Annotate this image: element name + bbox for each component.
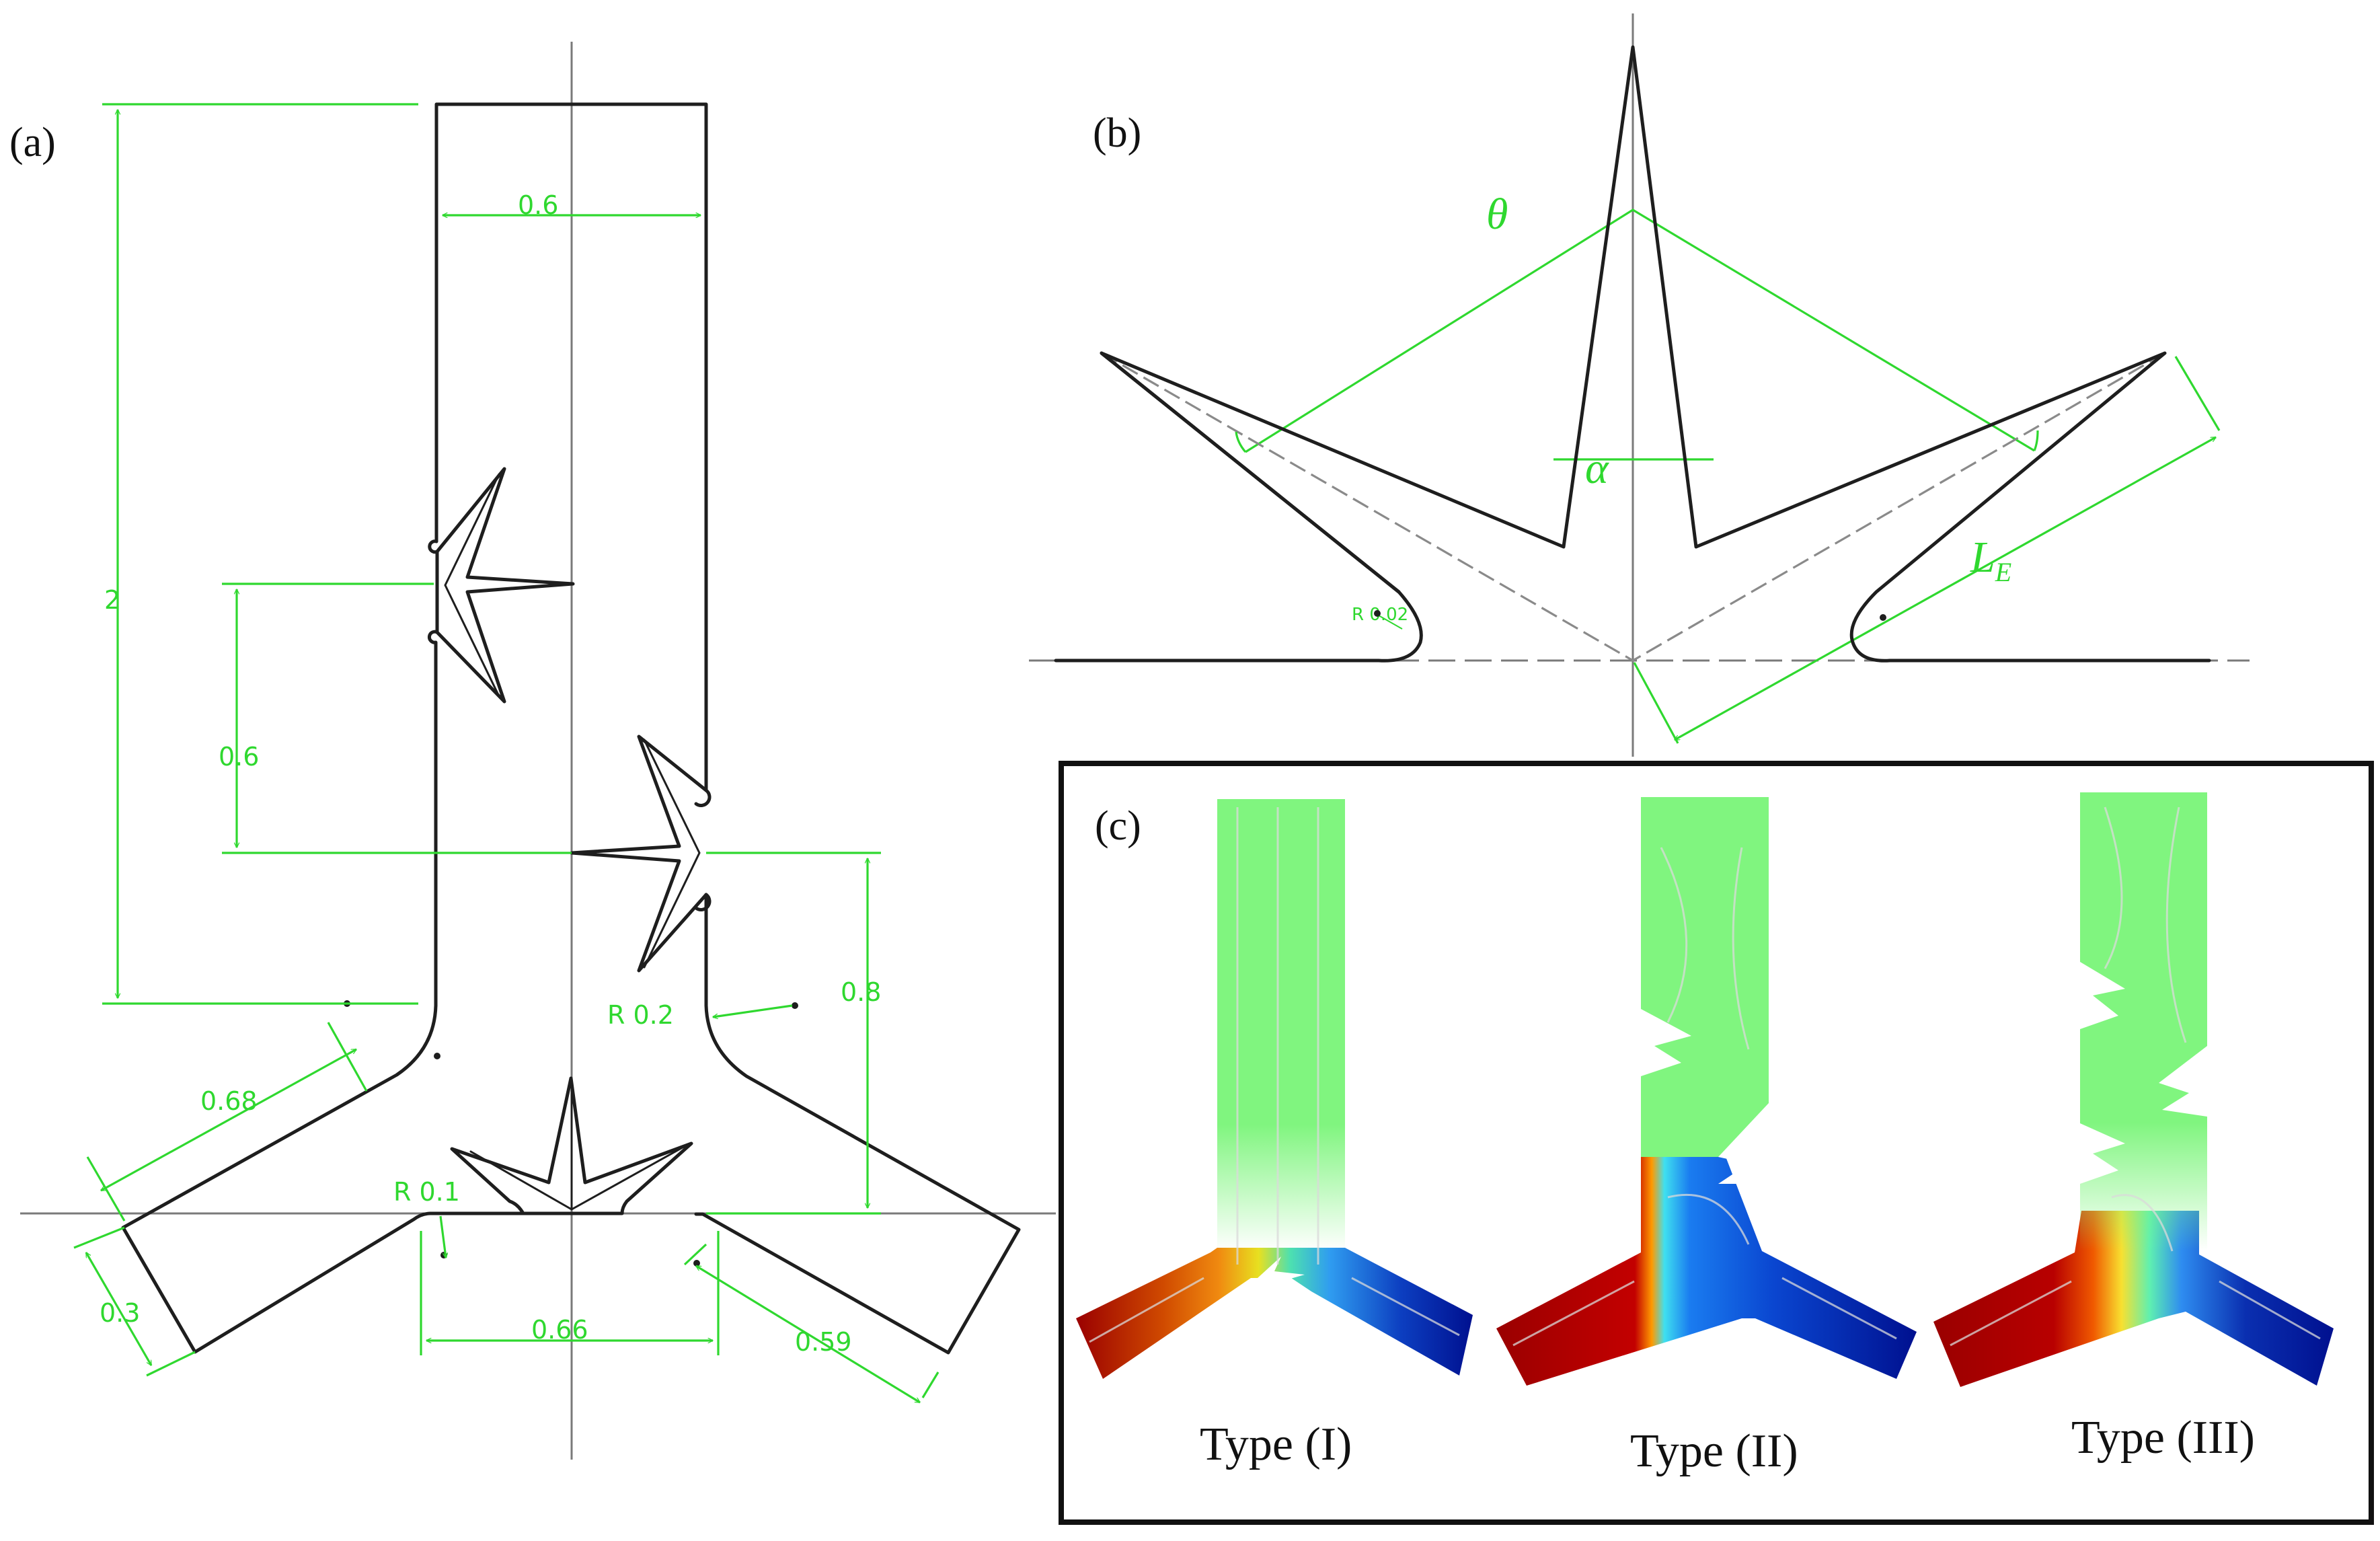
dim-gap-width: 0.66: [531, 1315, 588, 1345]
dim-branch-length-arrow: [101, 1048, 356, 1192]
notch: [2080, 962, 2125, 1029]
le-ext-lower: [1633, 662, 1679, 744]
type-1-label: Type (I): [1200, 1419, 1352, 1470]
panel-b: (b) θ α LE R 0.02: [1029, 13, 2250, 757]
dim-ext-line: [683, 1243, 707, 1266]
simulation-type-2: Type (II): [1496, 797, 1917, 1477]
dim-branch-length: 0.68: [200, 1086, 258, 1116]
left-wall-star: [435, 467, 575, 704]
radius-leader-b: [1378, 615, 1403, 630]
alpha-label: α: [1585, 444, 1609, 493]
field-branches: [1076, 1248, 1473, 1379]
dim-ext-line: [921, 1371, 939, 1398]
right-wall-star: [570, 735, 708, 973]
theta-label: θ: [1486, 190, 1508, 239]
theta-arc-marks: [1235, 430, 2039, 453]
notch: [1718, 1103, 1769, 1184]
streamlines: [1512, 847, 1897, 1347]
type-3-label: Type (III): [2071, 1412, 2255, 1464]
star-outline: [1054, 45, 2211, 663]
simulation-type-3: Type (III): [1933, 792, 2334, 1464]
bottom-star-inner: [469, 1088, 684, 1211]
simulation-type-1: Type (I): [1076, 799, 1473, 1470]
dim-width-main: 0.6: [518, 190, 558, 220]
field-channel: [1217, 799, 1345, 1251]
le-main: L: [1970, 533, 1995, 582]
dim-branch-width-arrow: [85, 1252, 153, 1365]
dim-ext-line: [146, 1351, 196, 1377]
point-marker: [1374, 610, 1381, 617]
point-marker: [434, 1053, 440, 1059]
dim-spacing: 0.6: [219, 742, 259, 772]
le-ext-upper: [2174, 356, 2221, 431]
theta-construction: [1245, 209, 2035, 453]
panel-a: (a) 2 0.6 0.6: [9, 42, 1056, 1460]
dim-branch-width: 0.3: [100, 1298, 140, 1328]
dim-radius-leader: [713, 1004, 793, 1017]
panel-c-frame: [1059, 761, 2374, 1525]
main-channel-outline: [427, 102, 712, 1008]
dim-ext-line: [327, 1022, 368, 1092]
panel-b-label: (b): [1093, 110, 1141, 156]
le-dim-arrow: [1675, 436, 2216, 741]
field-branches: [1933, 1211, 2334, 1387]
dim-branch-right-arrow: [696, 1265, 920, 1404]
point-marker: [1880, 614, 1886, 621]
right-wall-star-inner: [643, 739, 701, 969]
streamlines: [1089, 807, 1460, 1343]
notch: [1641, 1009, 1691, 1076]
main-channel-right-lower: [694, 893, 1021, 1355]
panel-a-label: (a): [9, 120, 56, 165]
notch: [2080, 1123, 2125, 1184]
notch: [1258, 1256, 1305, 1305]
dim-radius-small-leader: [439, 1215, 446, 1258]
field-channel: [2080, 792, 2207, 1251]
point-marker: [792, 1002, 798, 1009]
panel-c-label: (c): [1095, 803, 1141, 849]
dim-branch-right: 0.59: [795, 1327, 852, 1357]
dim-radius-corner: R 0.2: [607, 1000, 674, 1030]
dim-ext-line: [73, 1226, 125, 1249]
panel-c: (c) Type (I) Type (II) Type: [1059, 761, 2374, 1525]
left-wall-star-inner: [444, 473, 500, 698]
le-sub: E: [1995, 557, 2011, 587]
bottom-star: [450, 1076, 693, 1215]
dim-height-total: 2: [104, 585, 120, 615]
field-branches: [1496, 1076, 1917, 1386]
channel-top-green: [1641, 797, 1769, 1143]
left-branch-outline: [121, 1004, 438, 1354]
dim-radius-small: R 0.1: [393, 1177, 460, 1207]
point-marker: [693, 1260, 700, 1267]
notch: [2159, 1046, 2207, 1117]
star-ray-lower-left: [1100, 351, 1401, 594]
dim-offset: 0.8: [841, 977, 881, 1007]
type-2-label: Type (II): [1630, 1425, 1798, 1477]
le-label: LE: [1970, 533, 2011, 587]
streamlines: [1950, 806, 2321, 1347]
